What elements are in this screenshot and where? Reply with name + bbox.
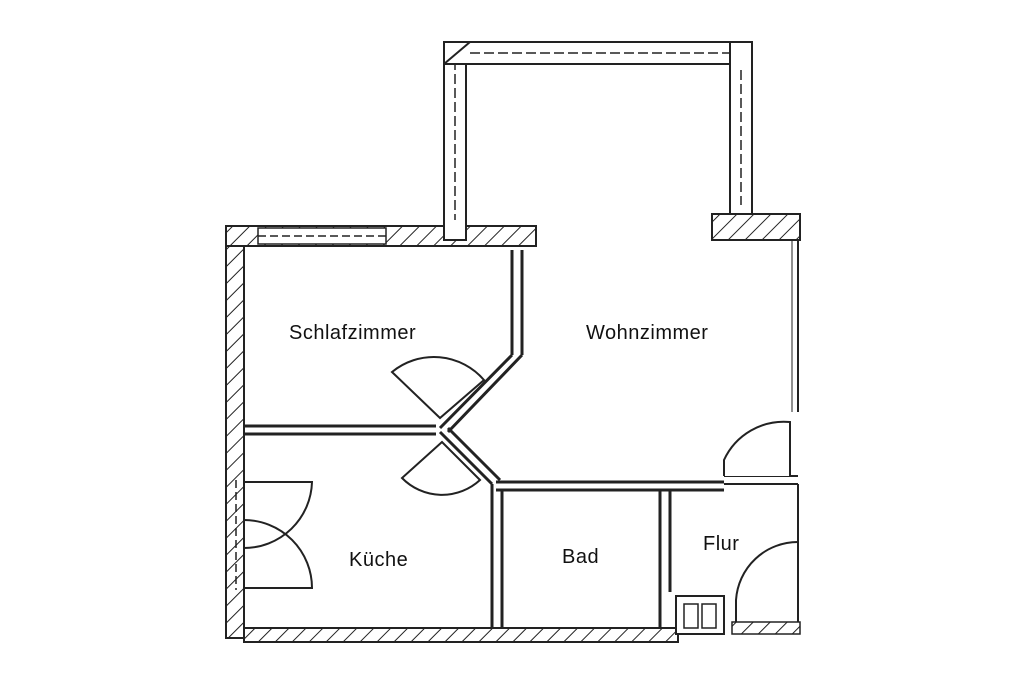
- window-kueche-lower: [243, 519, 314, 589]
- wall-bottom: [243, 627, 679, 643]
- wall-bay-left: [443, 41, 467, 241]
- window-kueche-upper: [243, 481, 314, 549]
- door-schlafzimmer: [390, 355, 486, 420]
- internal-walls: [244, 250, 799, 635]
- room-label-kueche: Küche: [349, 549, 408, 571]
- door-kueche: [400, 440, 482, 496]
- room-label-wohnzimmer: Wohnzimmer: [586, 322, 708, 344]
- outer-walls: [225, 41, 801, 643]
- door-wohnzimmer: [723, 420, 791, 476]
- wall-bottom-right: [731, 621, 801, 635]
- door-flur: [735, 540, 799, 622]
- room-label-bad: Bad: [562, 546, 599, 568]
- wall-left: [225, 225, 245, 639]
- room-label-schlafzimmer: Schlafzimmer: [289, 322, 416, 344]
- room-labels: Schlafzimmer Wohnzimmer Küche Bad Flur: [289, 322, 739, 571]
- doors: [235, 355, 799, 622]
- wall-top-right: [711, 213, 801, 241]
- room-label-flur: Flur: [703, 533, 739, 555]
- chimney-block: [675, 595, 725, 635]
